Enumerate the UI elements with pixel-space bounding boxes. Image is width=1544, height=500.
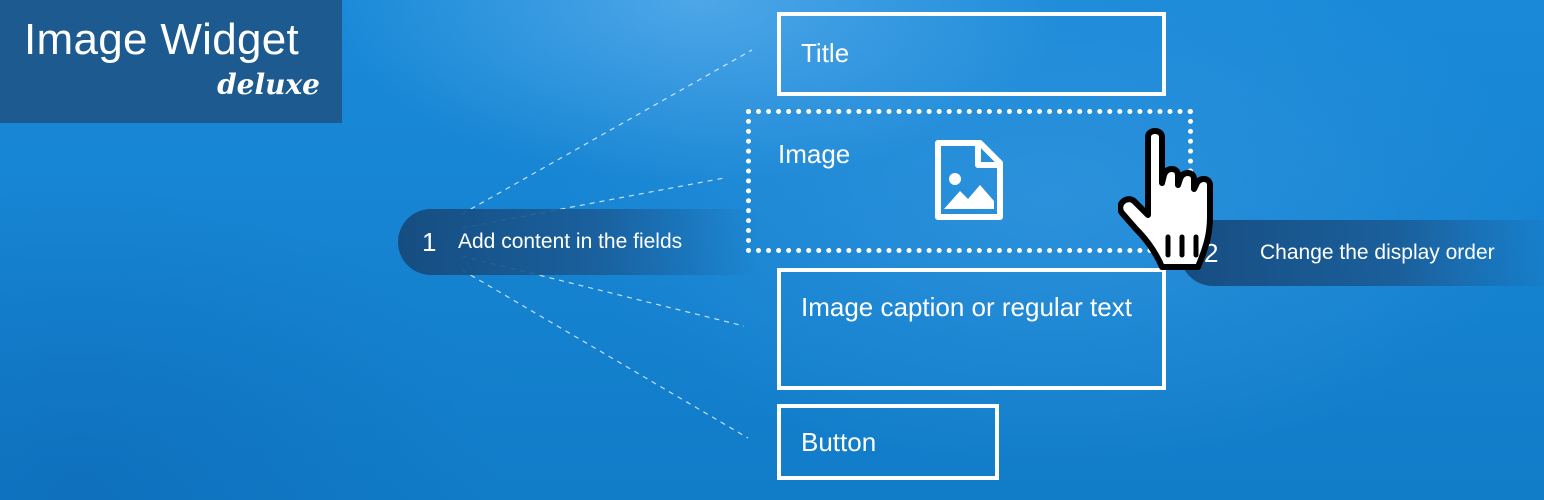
logo-subtitle: deluxe — [217, 68, 320, 101]
image-file-icon — [935, 140, 1003, 220]
logo-title: Image Widget — [24, 15, 300, 64]
logo: Image Widget deluxe — [0, 0, 342, 123]
step-2-text: Change the display order — [1260, 241, 1495, 264]
guide-line-title — [461, 49, 753, 215]
step-1-number: 1 — [422, 227, 437, 257]
caption-field-label: Image caption or regular text — [801, 292, 1132, 322]
step-1-callout: 1 Add content in the fields — [398, 209, 758, 275]
guide-line-button — [461, 269, 749, 439]
title-field-label: Title — [801, 38, 850, 68]
step-1-text: Add content in the fields — [458, 230, 683, 253]
guide-line-caption — [461, 255, 745, 327]
button-field-label: Button — [801, 427, 877, 457]
image-field-label: Image — [778, 139, 851, 169]
image-field[interactable]: Image — [746, 109, 1193, 253]
title-field[interactable]: Title — [777, 12, 1166, 96]
pointer-hand-icon — [1118, 128, 1213, 270]
button-field[interactable]: Button — [777, 404, 999, 480]
caption-field[interactable]: Image caption or regular text — [777, 268, 1166, 390]
